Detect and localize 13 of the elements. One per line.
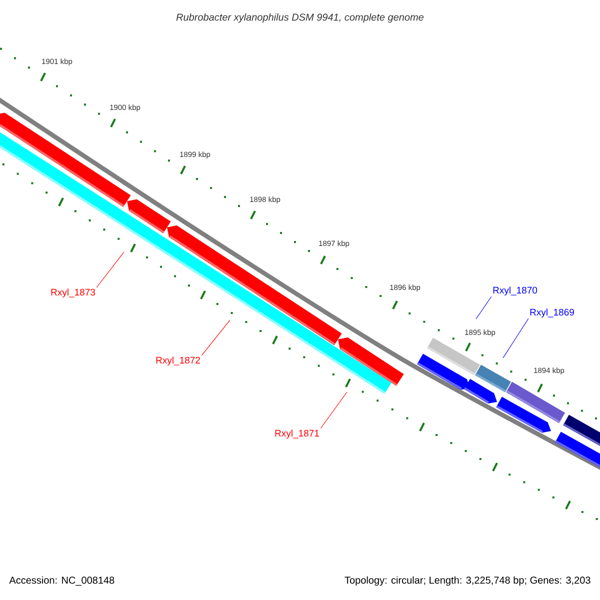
gene-label: Rxyl_1870: [493, 286, 538, 296]
footer-text: Topology: circular; Length: 3,225,748 bp; Genes: 3,203: [344, 576, 590, 586]
leader-line: [476, 296, 492, 320]
title: Rubrobacter xylanophilus DSM 9941, complete genome: [176, 13, 424, 23]
gene-label: Rxyl_1872: [156, 356, 200, 366]
gene-label: Rxyl_1873: [51, 288, 96, 298]
gene-label: Rxyl_1869: [530, 308, 574, 318]
footer-text: Accession: NC_008148: [9, 576, 114, 586]
leader-line: [201, 320, 230, 356]
leader-line: [502, 318, 529, 358]
leader-line: [320, 392, 348, 429]
leader-line: [96, 252, 124, 288]
gene-label: Rxyl_1871: [275, 430, 319, 438]
